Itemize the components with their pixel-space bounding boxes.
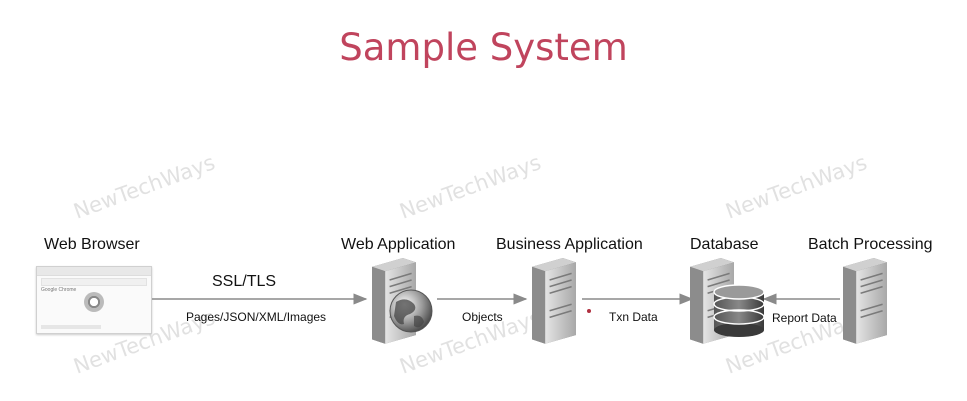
chrome-logo-icon bbox=[84, 292, 104, 312]
browser-brand-text: Google Chrome bbox=[41, 287, 77, 293]
edge-label-objects: Objects bbox=[462, 310, 503, 324]
node-label-web-browser: Web Browser bbox=[44, 236, 140, 253]
node-label-web-application: Web Application bbox=[341, 236, 456, 253]
database-cylinder-icon bbox=[713, 284, 765, 337]
browser-window-icon: Google Chrome bbox=[36, 266, 152, 334]
edge-label-txn: Txn Data bbox=[609, 310, 658, 324]
node-label-database: Database bbox=[690, 236, 759, 253]
marker-dot bbox=[587, 309, 591, 313]
browser-footer bbox=[41, 325, 101, 329]
edge-label-report: Report Data bbox=[772, 311, 837, 325]
batch-server-icon bbox=[842, 257, 888, 345]
browser-address-bar bbox=[41, 278, 147, 286]
page-title: Sample System bbox=[339, 26, 628, 69]
business-server-icon bbox=[531, 257, 577, 345]
edge-label-pages: Pages/JSON/XML/Images bbox=[186, 310, 327, 324]
globe-icon bbox=[389, 289, 433, 333]
node-label-batch-processing: Batch Processing bbox=[808, 236, 933, 253]
node-label-business-application: Business Application bbox=[496, 236, 643, 253]
edge-label-ssl: SSL/TLS bbox=[212, 273, 277, 290]
browser-tab-strip bbox=[37, 267, 151, 276]
